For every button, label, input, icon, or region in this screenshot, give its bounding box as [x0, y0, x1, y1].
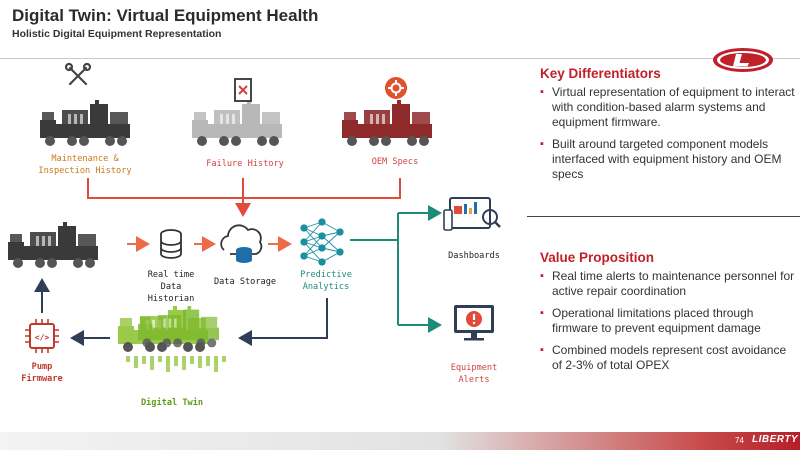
- value-proposition-list: Real time alerts to maintenance personne…: [540, 269, 795, 380]
- dashboards-label: Dashboards: [448, 251, 500, 261]
- failure-x-icon: [234, 78, 252, 102]
- maintenance-truck-icon: [40, 100, 130, 146]
- list-item: Combined models represent cost avoidance…: [540, 343, 795, 373]
- neural-network-icon: [300, 218, 344, 266]
- digital-twin-label: Digital Twin: [140, 398, 204, 408]
- section-divider: [527, 216, 800, 217]
- data-storage-label: Data Storage: [213, 277, 277, 287]
- key-differentiators-list: Virtual representation of equipment to i…: [540, 85, 795, 189]
- list-item: Real time alerts to maintenance personne…: [540, 269, 795, 299]
- footer-brand-logo: LIBERTY: [752, 434, 799, 445]
- alert-monitor-icon: [454, 305, 494, 341]
- liberty-logo-icon: [713, 48, 773, 72]
- frac-pump-truck-icon: [8, 222, 98, 268]
- page-subtitle: Holistic Digital Equipment Representatio…: [12, 28, 222, 40]
- database-icon: [160, 229, 182, 259]
- svg-text:</>: </>: [35, 333, 50, 342]
- data-historian-label: Real time Data Historian: [147, 270, 195, 304]
- digital-twin-diagram: </>: [8, 62, 501, 372]
- tools-icon: [64, 62, 92, 86]
- failure-truck-icon: [192, 100, 282, 146]
- predictive-analytics-label: Predictive Analytics: [300, 270, 352, 292]
- pump-firmware-label: Pump Firmware: [21, 362, 63, 384]
- list-item: Operational limitations placed through f…: [540, 306, 795, 336]
- digital-twin-truck-icon: [118, 306, 226, 372]
- list-item: Virtual representation of equipment to i…: [540, 85, 795, 130]
- firmware-chip-icon: </>: [25, 319, 59, 353]
- list-item: Built around targeted component models i…: [540, 137, 795, 182]
- maintenance-history-label: Maintenance & Inspection History: [38, 154, 132, 176]
- page-title: Digital Twin: Virtual Equipment Health: [12, 6, 319, 25]
- equipment-alerts-label: Equipment Alerts: [450, 363, 498, 385]
- footer-bar: [0, 432, 800, 450]
- value-proposition-title: Value Proposition: [540, 250, 655, 265]
- oem-truck-icon: [342, 100, 432, 146]
- gear-icon: [385, 77, 407, 99]
- key-differentiators-title: Key Differentiators: [540, 66, 661, 81]
- failure-history-label: Failure History: [206, 159, 284, 169]
- dashboard-icon: [443, 197, 501, 231]
- header-divider: [0, 58, 800, 59]
- oem-specs-label: OEM Specs: [371, 157, 419, 167]
- page-number: 74: [735, 436, 744, 445]
- cloud-storage-icon: [220, 224, 263, 263]
